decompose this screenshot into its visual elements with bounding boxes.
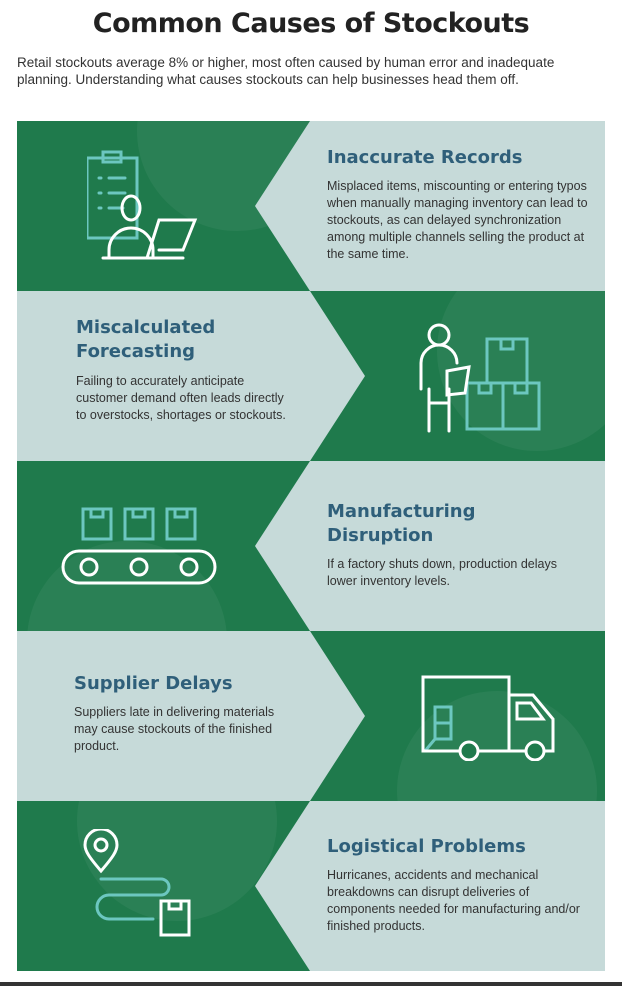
cause-title: Miscalculated Forecasting [76,317,216,362]
page-title: Common Causes of Stockouts [92,8,530,39]
intro-text: Retail stockouts average 8% or higher, m… [17,55,555,87]
delivery-truck-icon [421,675,555,761]
bottom-divider [0,982,622,986]
cause-inaccurate-records: Inaccurate Records Misplaced items, misc… [17,121,605,291]
worker-with-boxes-icon [419,323,541,433]
cause-logistical-problems: Logistical Problems Hurricanes, accident… [17,801,605,971]
cause-supplier-delays: Supplier Delays Suppliers late in delive… [17,631,605,801]
conveyor-belt-icon [61,507,217,585]
cause-text: If a factory shuts down, production dela… [327,557,557,588]
cause-title: Supplier Delays [74,673,233,694]
cause-text: Hurricanes, accidents and mechanical bre… [327,868,580,933]
cause-title: Manufacturing Disruption [327,501,476,546]
cause-title: Inaccurate Records [327,147,523,168]
cause-manufacturing-disruption: Manufacturing Disruption If a factory sh… [17,461,605,631]
location-route-icon [83,829,191,937]
cause-title: Logistical Problems [327,836,526,857]
cause-text: Failing to accurately anticipate custome… [76,374,286,422]
cause-miscalculated-forecasting: Miscalculated Forecasting Failing to acc… [17,291,605,461]
clipboard-worker-laptop-icon [87,150,198,260]
cause-text: Suppliers late in delivering materials m… [74,705,275,753]
cause-text: Misplaced items, miscounting or entering… [327,179,588,261]
